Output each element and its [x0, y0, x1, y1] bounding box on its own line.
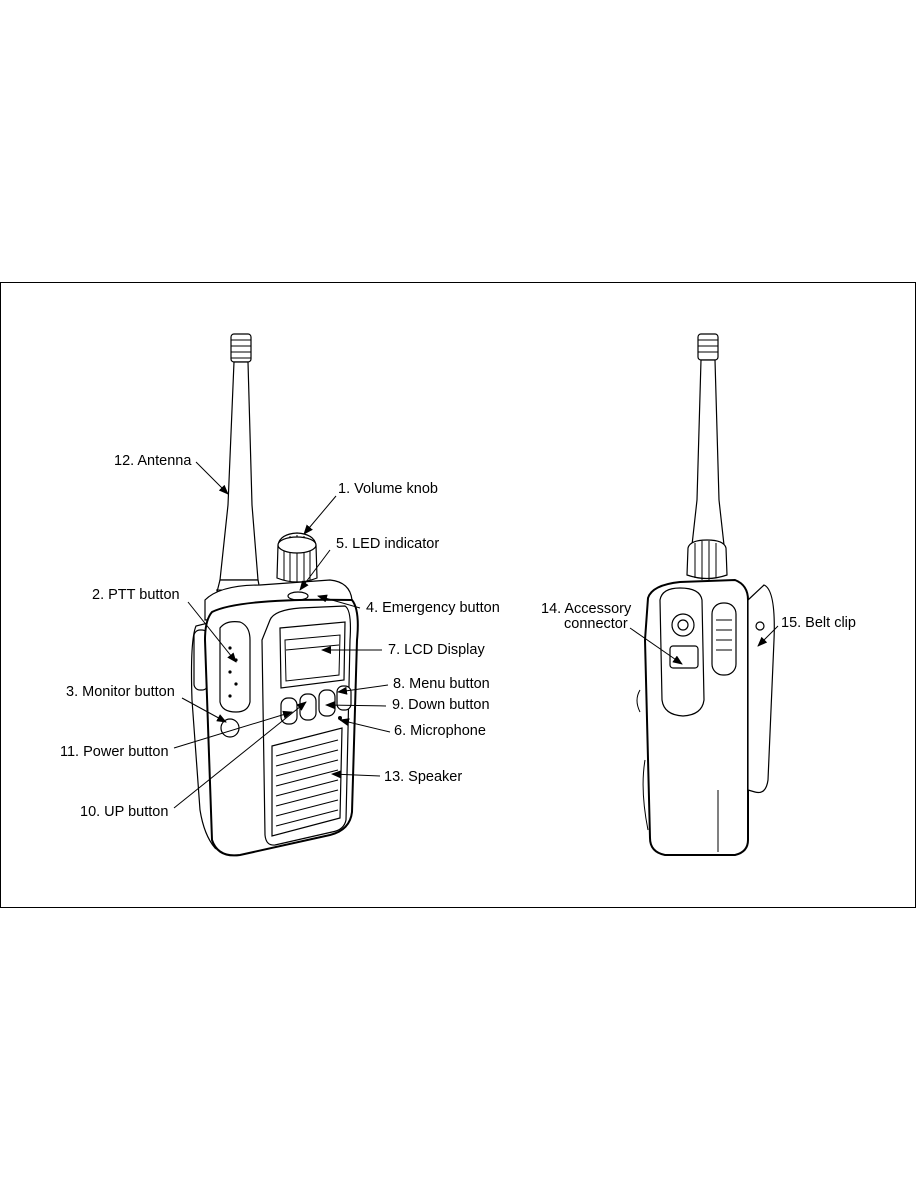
- monitor-button-illustration: [220, 718, 240, 738]
- belt-clip-illustration: [747, 584, 775, 794]
- label-down-button: 9. Down button: [392, 697, 490, 713]
- side-radio: [636, 333, 775, 856]
- front-volume-knob-illustration: [276, 532, 318, 583]
- label-microphone: 6. Microphone: [394, 723, 486, 739]
- label-speaker: 13. Speaker: [384, 769, 462, 785]
- leader-lines: [173, 461, 779, 809]
- label-menu-button: 8. Menu button: [393, 676, 490, 692]
- label-accessory-connector-line2: connector: [564, 616, 628, 632]
- label-lcd-display: 7. LCD Display: [388, 642, 485, 658]
- front-antenna-illustration: [214, 333, 263, 601]
- label-belt-clip: 15. Belt clip: [781, 615, 856, 631]
- label-up-button: 10. UP button: [80, 804, 168, 820]
- side-knob-illustration: [686, 539, 728, 580]
- labels: 12. Antenna 1. Volume knob 5. LED indica…: [60, 453, 856, 820]
- label-volume-knob: 1. Volume knob: [338, 481, 438, 497]
- front-radio: [190, 333, 359, 857]
- side-ptt-illustration: [711, 602, 737, 676]
- label-antenna: 12. Antenna: [114, 453, 192, 469]
- label-power-button: 11. Power button: [60, 744, 169, 760]
- label-monitor-button: 3. Monitor button: [66, 684, 175, 700]
- side-antenna-illustration: [691, 333, 725, 546]
- speaker-grille-illustration: [271, 727, 343, 837]
- label-accessory-connector-line1: 14. Accessory: [541, 601, 632, 617]
- label-ptt-button: 2. PTT button: [92, 587, 180, 603]
- led-dot: [287, 591, 309, 601]
- diagram-frame: [0, 282, 916, 908]
- label-emergency-button: 4. Emergency button: [366, 600, 500, 616]
- label-led-indicator: 5. LED indicator: [336, 536, 439, 552]
- microphone-hole: [338, 716, 342, 720]
- ptt-illustration: [219, 621, 251, 713]
